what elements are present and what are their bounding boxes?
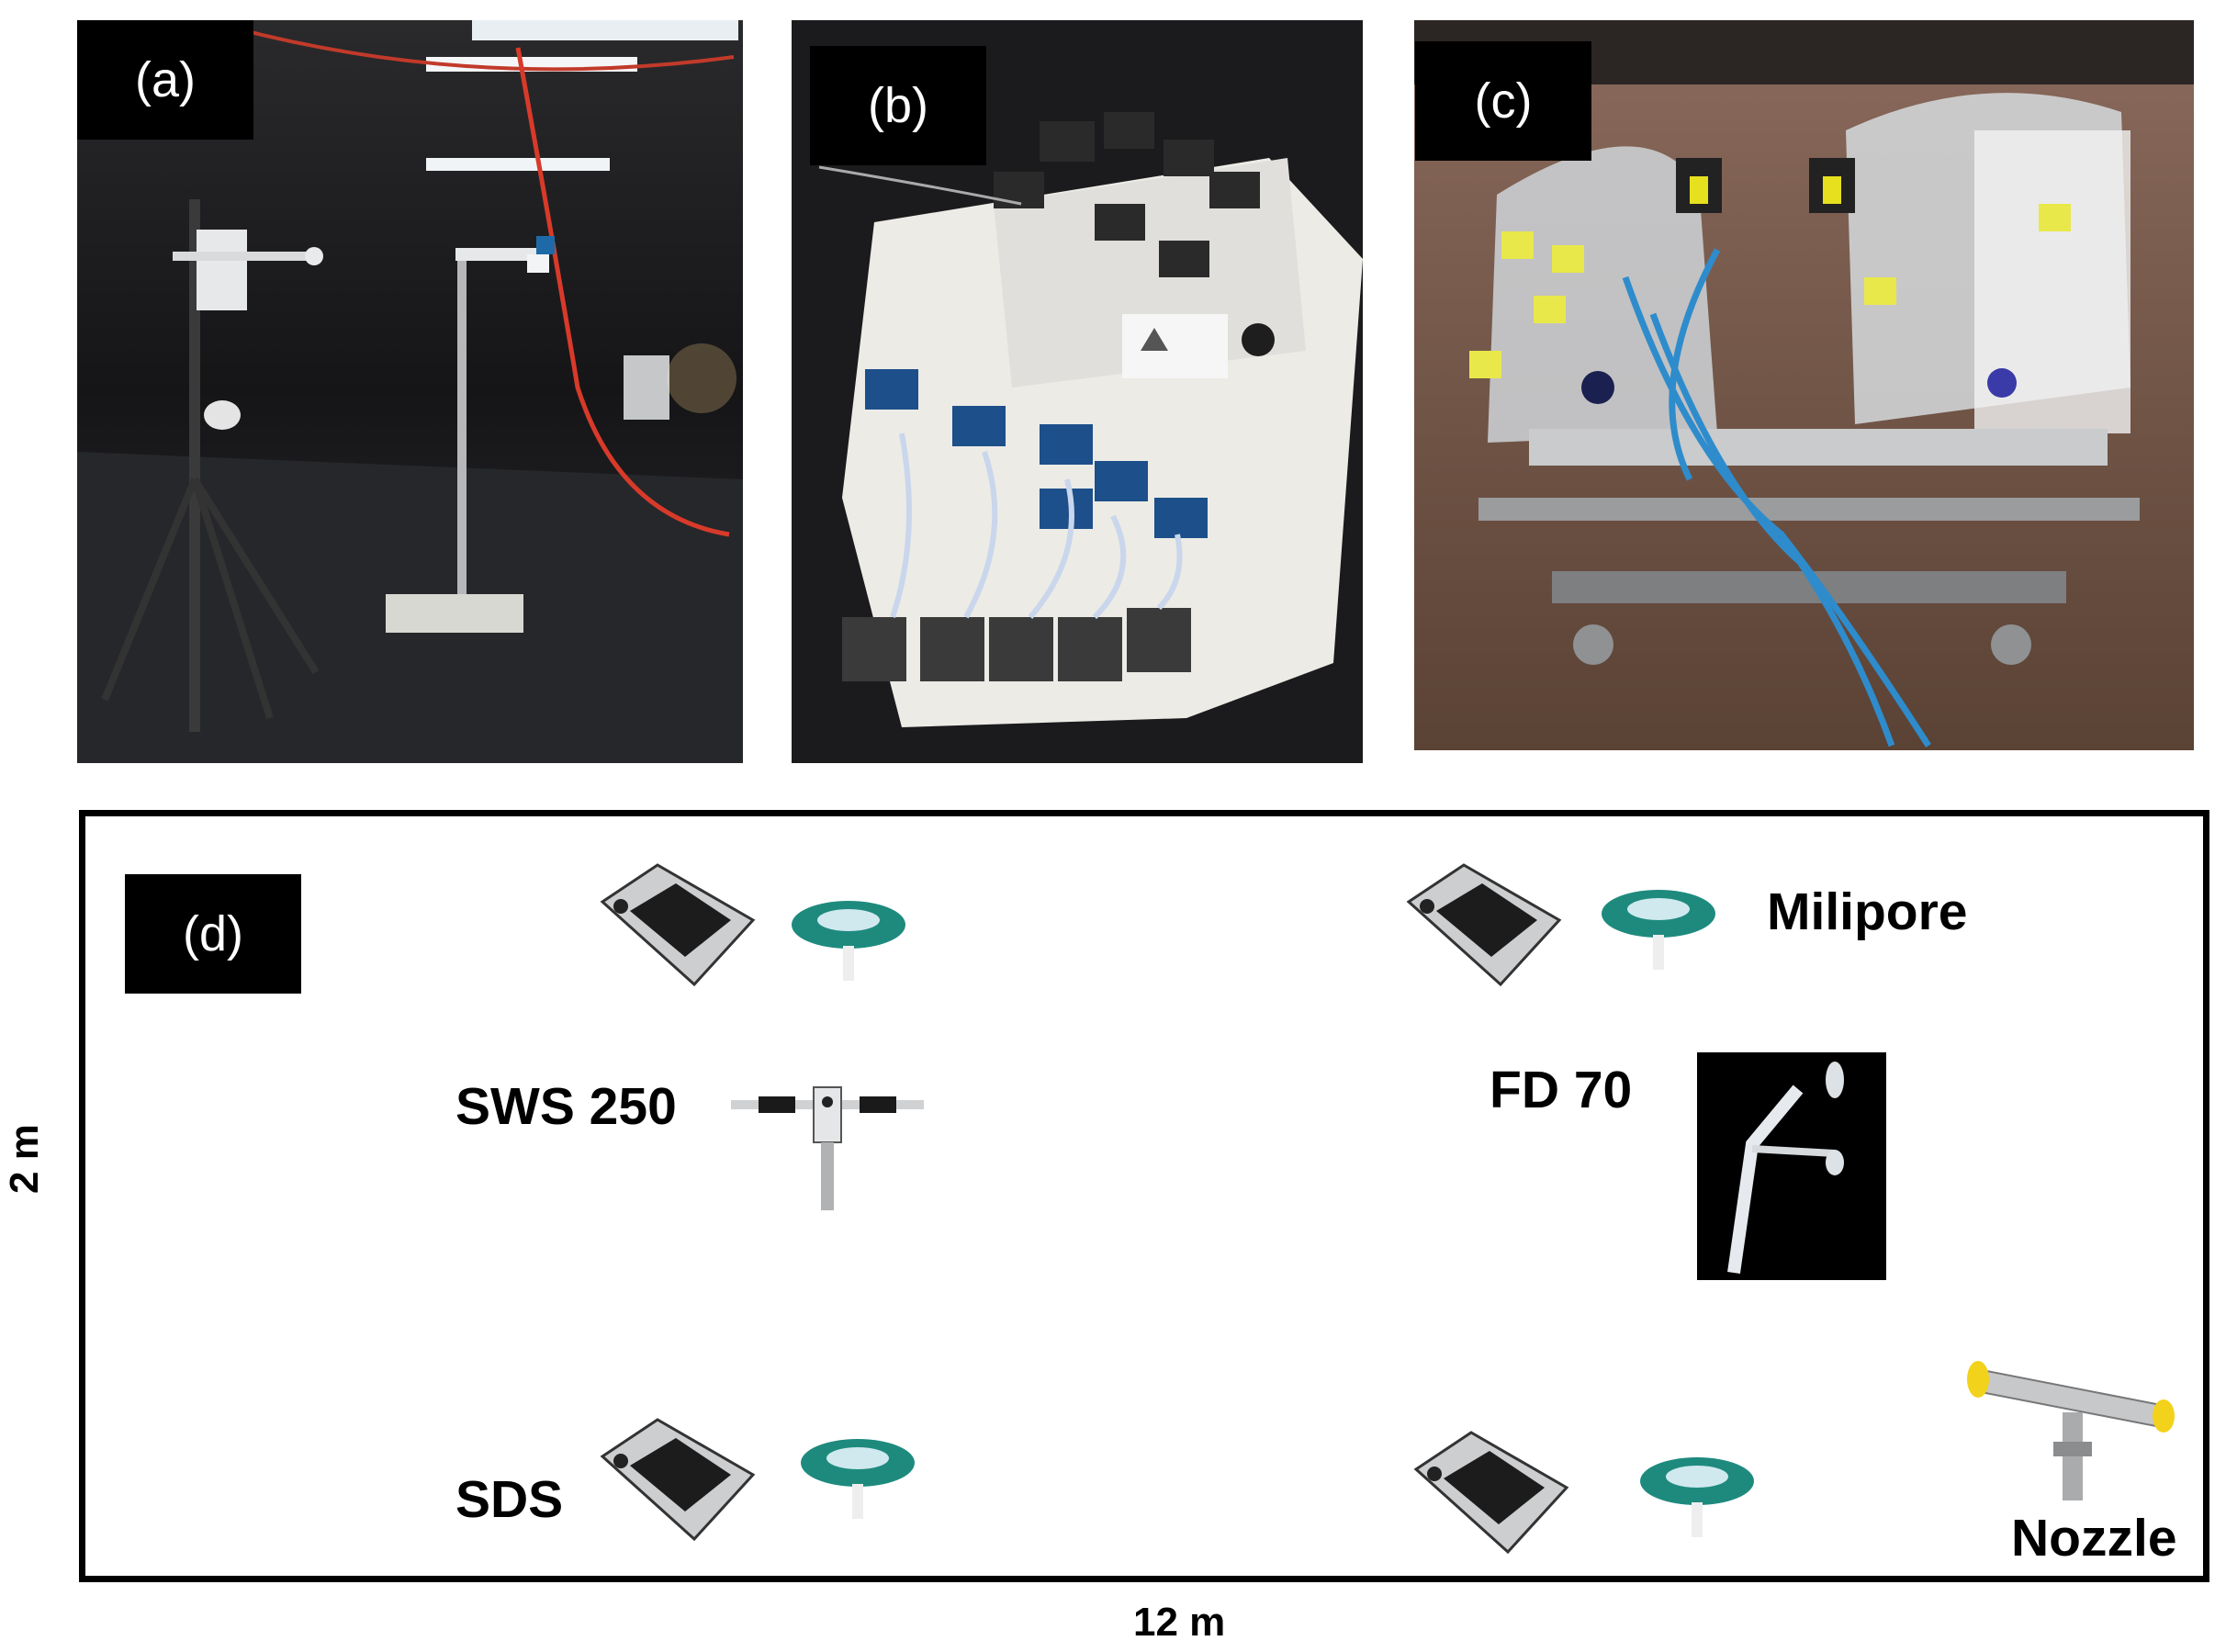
photo-panel-a [77, 20, 743, 763]
panel-b-tag: (b) [810, 46, 986, 165]
sds-sensor-icon [593, 856, 762, 994]
milipore-label: Milipore [1767, 882, 1968, 941]
sensor-bench-photo [792, 20, 1363, 763]
wind-tunnel-photo [77, 20, 743, 763]
milipore-filter-icon [795, 1422, 920, 1523]
sds-label: SDS [455, 1470, 564, 1529]
layout-schematic [79, 810, 2209, 1582]
nozzle-label: Nozzle [2011, 1509, 2177, 1568]
panel-c-tag: (c) [1415, 41, 1591, 161]
height-dimension-label: 2 m [2, 1124, 47, 1194]
sws250-instrument-icon [722, 1074, 933, 1210]
sws250-label: SWS 250 [455, 1077, 677, 1136]
fd70-instrument-icon [1697, 1052, 1886, 1280]
sds-sensor-icon [1400, 856, 1568, 994]
milipore-filter-icon [1635, 1440, 1759, 1541]
nozzle-icon [1963, 1341, 2184, 1506]
photo-panel-b [792, 20, 1363, 763]
fd70-label: FD 70 [1490, 1061, 1633, 1119]
milipore-filter-icon [786, 883, 911, 984]
sds-sensor-icon [593, 1410, 762, 1548]
milipore-filter-icon [1596, 872, 1721, 973]
width-dimension-label: 12 m [1133, 1600, 1226, 1645]
panel-a-tag: (a) [77, 20, 253, 140]
sds-sensor-icon [1407, 1423, 1576, 1561]
panel-d-tag: (d) [125, 874, 301, 994]
